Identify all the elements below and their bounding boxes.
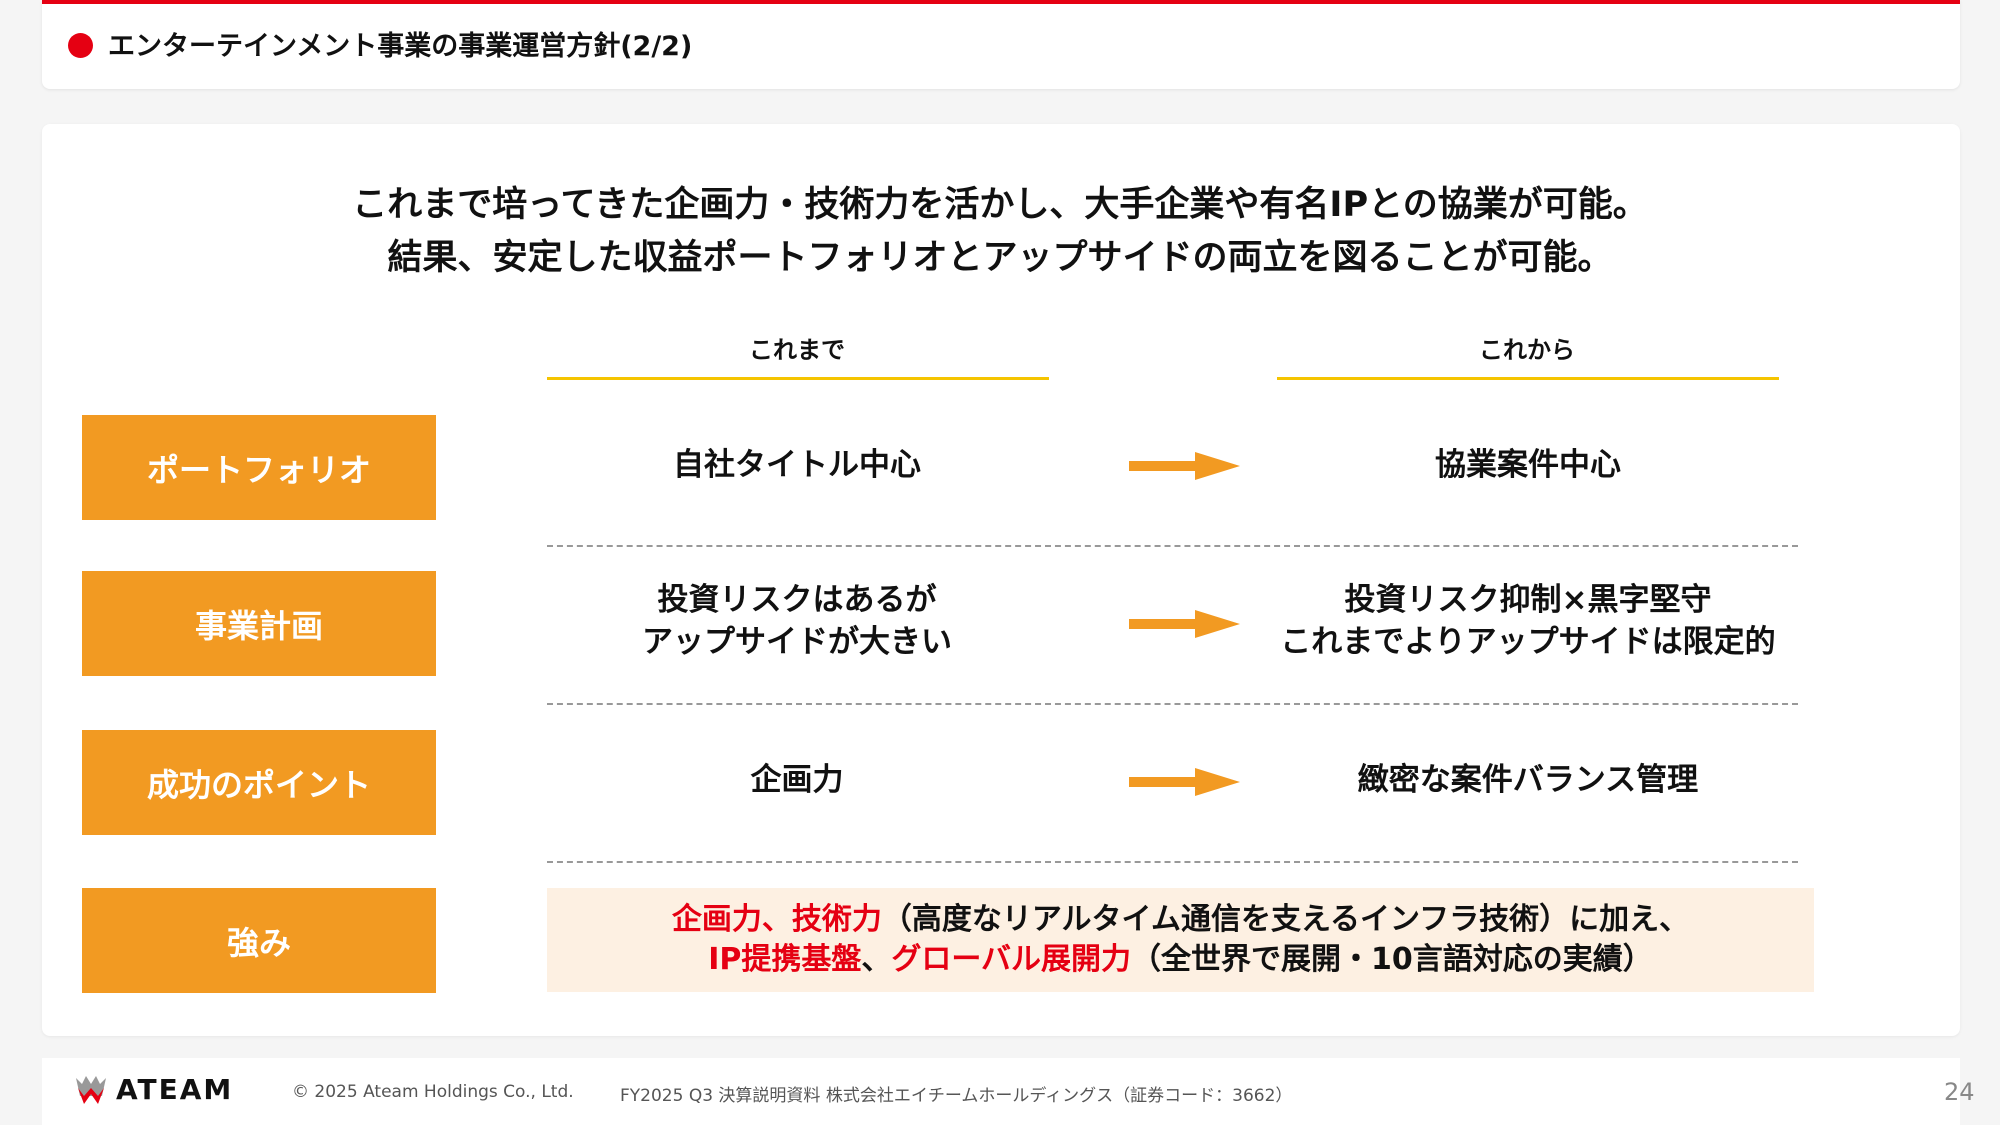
row-label-success-point: 成功のポイント: [82, 730, 436, 835]
column-header-before: これまで: [749, 336, 845, 364]
slide-title: エンターテインメント事業の事業運営方針(2/2): [108, 31, 693, 62]
strength-highlight: IP提携基盤: [708, 942, 862, 977]
strength-highlight: 企画力、技術力: [671, 902, 882, 937]
slide-footer: [42, 1058, 1960, 1125]
success-point-before: 企画力: [750, 762, 844, 798]
arrow-right-icon: [1129, 768, 1240, 796]
column-header-after: これから: [1479, 336, 1575, 364]
column-underline: [1277, 377, 1779, 380]
row-label-business-plan: 事業計画: [82, 571, 436, 676]
strength-text: 、: [861, 942, 892, 977]
row-label-portfolio: ポートフォリオ: [82, 415, 436, 520]
page-number: 24: [1944, 1078, 1975, 1106]
logo-text: ATEAM: [116, 1073, 234, 1106]
headline-line-2: 結果、安定した収益ポートフォリオとアップサイドの両立を図ることが可能。: [387, 238, 1613, 278]
document-info: FY2025 Q3 決算説明資料 株式会社エイチームホールディングス（証券コード…: [620, 1086, 1293, 1106]
red-bullet-icon: [68, 33, 93, 58]
success-point-after: 緻密な案件バランス管理: [1357, 762, 1699, 798]
arrow-right-icon: [1129, 452, 1240, 480]
slide-header: [42, 0, 1960, 89]
portfolio-before: 自社タイトル中心: [673, 447, 921, 483]
strength-text: （全世界で展開・10言語対応の実績）: [1131, 942, 1653, 977]
headline-line-1: これまで培ってきた企画力・技術力を活かし、大手企業や有名IPとの協業が可能。: [352, 185, 1648, 225]
arrow-right-icon: [1129, 610, 1240, 638]
business-plan-before: 投資リスクはあるが アップサイドが大きい: [642, 582, 952, 660]
ateam-logo: ATEAM: [74, 1073, 233, 1106]
portfolio-after: 協業案件中心: [1435, 447, 1621, 483]
row-divider: [547, 703, 1798, 705]
strength-description: 企画力、技術力（高度なリアルタイム通信を支えるインフラ技術）に加え、 IP提携基…: [547, 888, 1814, 992]
business-plan-after: 投資リスク抑制×黒字堅守 これまでよりアップサイドは限定的: [1280, 582, 1776, 660]
row-divider: [547, 861, 1798, 863]
column-underline: [547, 377, 1049, 380]
strength-text: （高度なリアルタイム通信を支えるインフラ技術）に加え、: [881, 902, 1690, 937]
strength-highlight: グローバル展開力: [891, 942, 1132, 977]
copyright: © 2025 Ateam Holdings Co., Ltd.: [292, 1082, 574, 1102]
row-divider: [547, 545, 1798, 547]
ateam-logo-icon: [76, 1075, 106, 1104]
row-label-strength: 強み: [82, 888, 436, 993]
